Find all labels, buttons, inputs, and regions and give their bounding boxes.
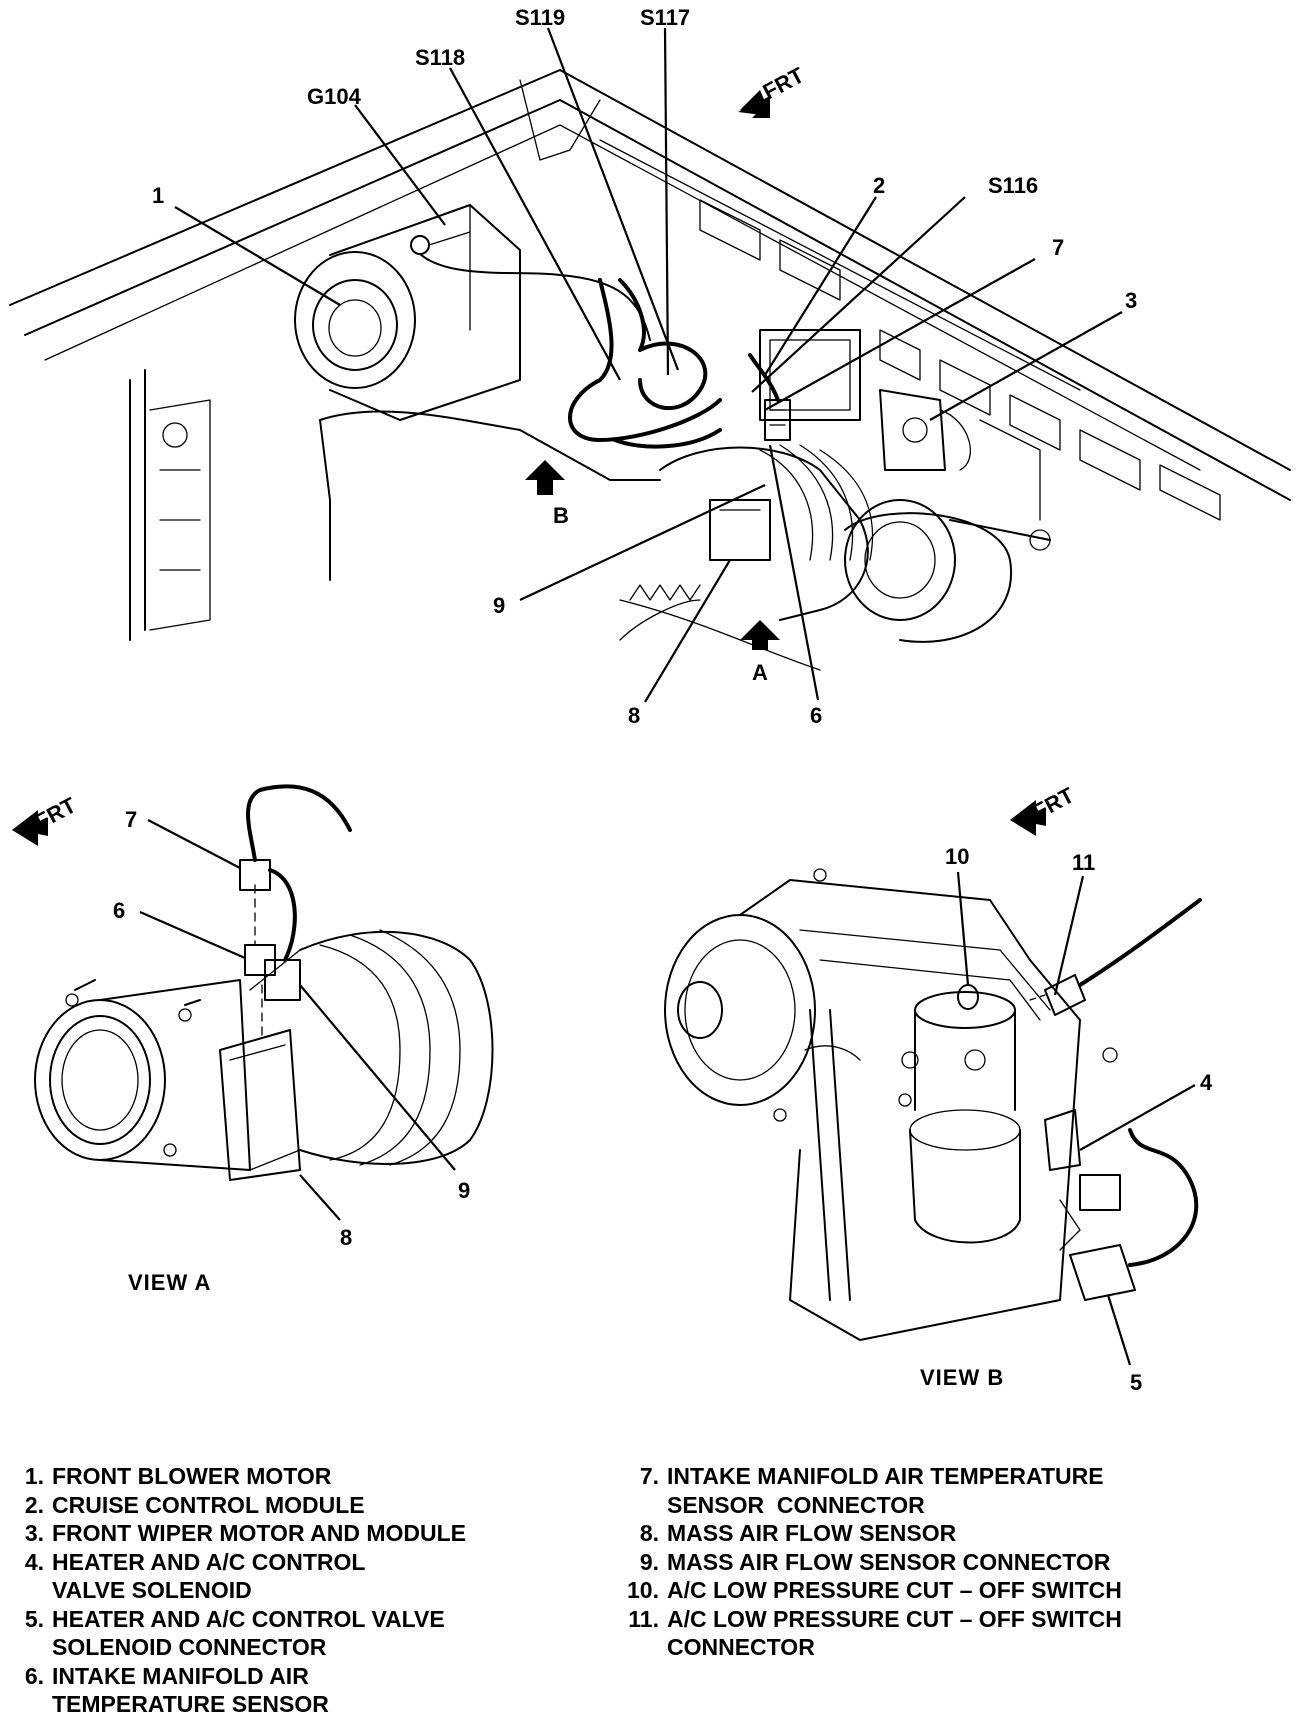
view-b-leaders — [956, 871, 1196, 1366]
legend-item: 5.HEATER AND A/C CONTROL VALVE — [24, 1605, 445, 1632]
arrow-label-a: A — [752, 660, 768, 685]
callout-9: 9 — [493, 593, 505, 618]
legend-left: 1.FRONT BLOWER MOTOR 2.CRUISE CONTROL MO… — [0, 1462, 600, 1719]
legend-item: SENSOR CONNECTOR — [667, 1491, 925, 1518]
callout-s118: S118 — [415, 45, 465, 70]
callout-2: 2 — [873, 173, 885, 198]
callout-8: 8 — [628, 703, 640, 728]
legend-item: 10.A/C LOW PRESSURE CUT – OFF SWITCH — [627, 1577, 1122, 1603]
view-a-callout-8: 8 — [340, 1225, 352, 1250]
legend-item: VALVE SOLENOID — [52, 1577, 252, 1603]
callout-7: 7 — [1052, 235, 1064, 260]
legend-item: 8.MASS AIR FLOW SENSOR — [639, 1520, 957, 1546]
view-a-leaders — [139, 819, 456, 1221]
view-a-callout-7: 7 — [125, 807, 137, 832]
callout-1: 1 — [152, 183, 164, 208]
legend-item: 1.FRONT BLOWER MOTOR — [24, 1463, 332, 1489]
legend-item: 2.CRUISE CONTROL MODULE — [24, 1491, 365, 1518]
legend-item: 4.HEATER AND A/C CONTROL — [24, 1548, 366, 1575]
view-a-title: VIEW A — [128, 1270, 211, 1295]
view-a-callout-6: 6 — [113, 898, 125, 923]
legend-right: 7.INTAKE MANIFOLD AIR TEMPERATURE SENSOR… — [615, 1462, 1305, 1662]
top-callout-leaders — [174, 27, 1123, 703]
view-b-callout-5: 5 — [1130, 1370, 1142, 1395]
legend-item: 9.MASS AIR FLOW SENSOR CONNECTOR — [639, 1548, 1111, 1575]
view-a-labels: 7 6 9 8 VIEW A — [113, 807, 470, 1295]
callout-s117: S117 — [640, 5, 690, 30]
callout-3: 3 — [1125, 288, 1137, 313]
view-b-callout-11: 11 — [1072, 850, 1095, 875]
legend-item: TEMPERATURE SENSOR — [52, 1691, 329, 1717]
legend-item: 3.FRONT WIPER MOTOR AND MODULE — [24, 1520, 466, 1546]
view-b-drawing: FRT — [664, 782, 1202, 1341]
view-b-callout-4: 4 — [1200, 1070, 1213, 1095]
view-b-title: VIEW B — [920, 1365, 1004, 1390]
engine-compartment-drawing — [9, 69, 1291, 671]
callout-s116: S116 — [988, 173, 1038, 198]
legend-item: 11.A/C LOW PRESSURE CUT – OFF SWITCH — [628, 1605, 1122, 1632]
view-b-callout-10: 10 — [945, 844, 969, 869]
legend-item: 6.INTAKE MANIFOLD AIR — [24, 1662, 309, 1689]
view-b-labels: 10 11 4 5 VIEW B — [920, 844, 1213, 1395]
arrow-label-b: B — [553, 503, 569, 528]
callout-frt-top: FRT — [759, 62, 809, 104]
callout-g104: G104 — [307, 84, 362, 109]
view-a-callout-9: 9 — [458, 1178, 470, 1203]
view-a-frt: FRT — [31, 792, 81, 834]
callout-6: 6 — [810, 703, 822, 728]
legend-item: 7.INTAKE MANIFOLD AIR TEMPERATURE — [639, 1463, 1104, 1489]
legend-item: CONNECTOR — [667, 1634, 815, 1660]
view-b-frt: FRT — [1029, 782, 1079, 824]
callout-s119: S119 — [515, 5, 565, 30]
view-a-drawing: FRT — [12, 784, 494, 1181]
legend-item: SOLENOID CONNECTOR — [52, 1634, 327, 1660]
